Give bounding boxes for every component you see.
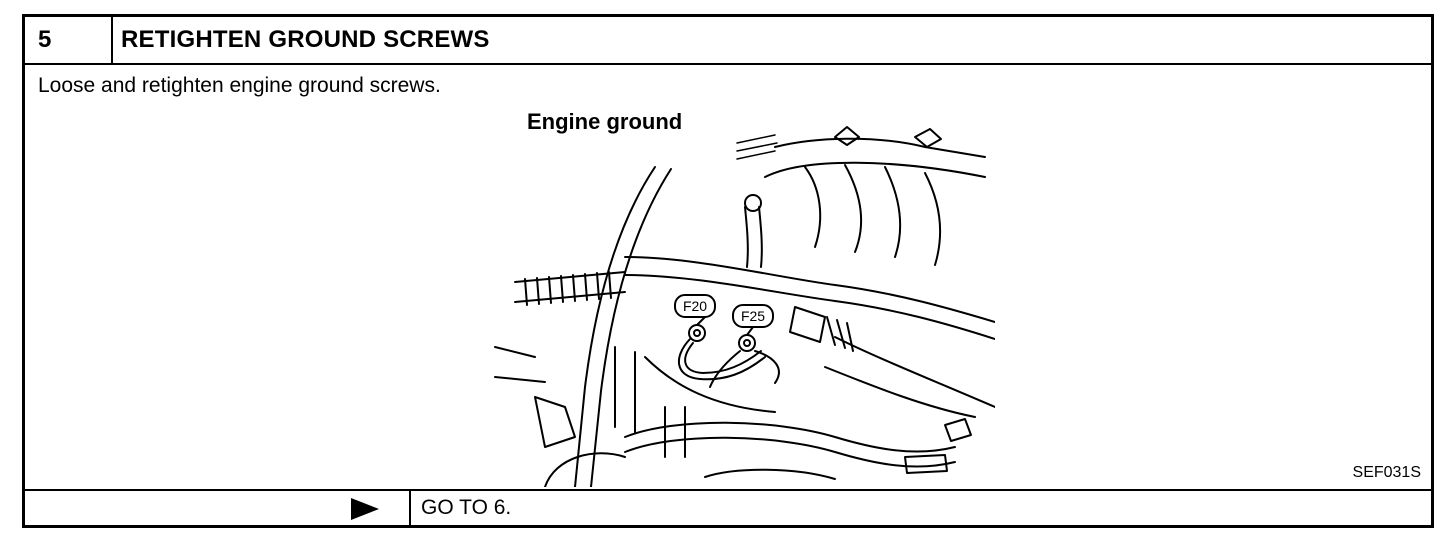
goto-next-step[interactable]: GO TO 6.: [421, 496, 512, 519]
right-triangle-arrow-icon: [351, 498, 379, 520]
connector-label-f20: F20: [683, 298, 707, 314]
connector-labels: F20 F25: [683, 298, 765, 324]
result-row: GO TO 6.: [25, 491, 1431, 525]
step-title: RETIGHTEN GROUND SCREWS: [121, 26, 490, 53]
result-arrow-cell: [25, 491, 411, 525]
procedure-table: 5 RETIGHTEN GROUND SCREWS Loose and reti…: [22, 14, 1434, 528]
step-number: 5: [25, 17, 113, 63]
engine-ground-illustration: F20 F25 Engine ground: [475, 107, 996, 488]
instruction-text: Loose and retighten engine ground screws…: [38, 74, 441, 97]
connector-label-f25: F25: [741, 308, 765, 324]
engine-drawing: [494, 126, 996, 488]
step-header: 5 RETIGHTEN GROUND SCREWS: [25, 17, 1431, 65]
figure-code: SEF031S: [1352, 464, 1421, 481]
figure-label: Engine ground: [525, 107, 685, 137]
step-body: Loose and retighten engine ground screws…: [25, 65, 1431, 491]
